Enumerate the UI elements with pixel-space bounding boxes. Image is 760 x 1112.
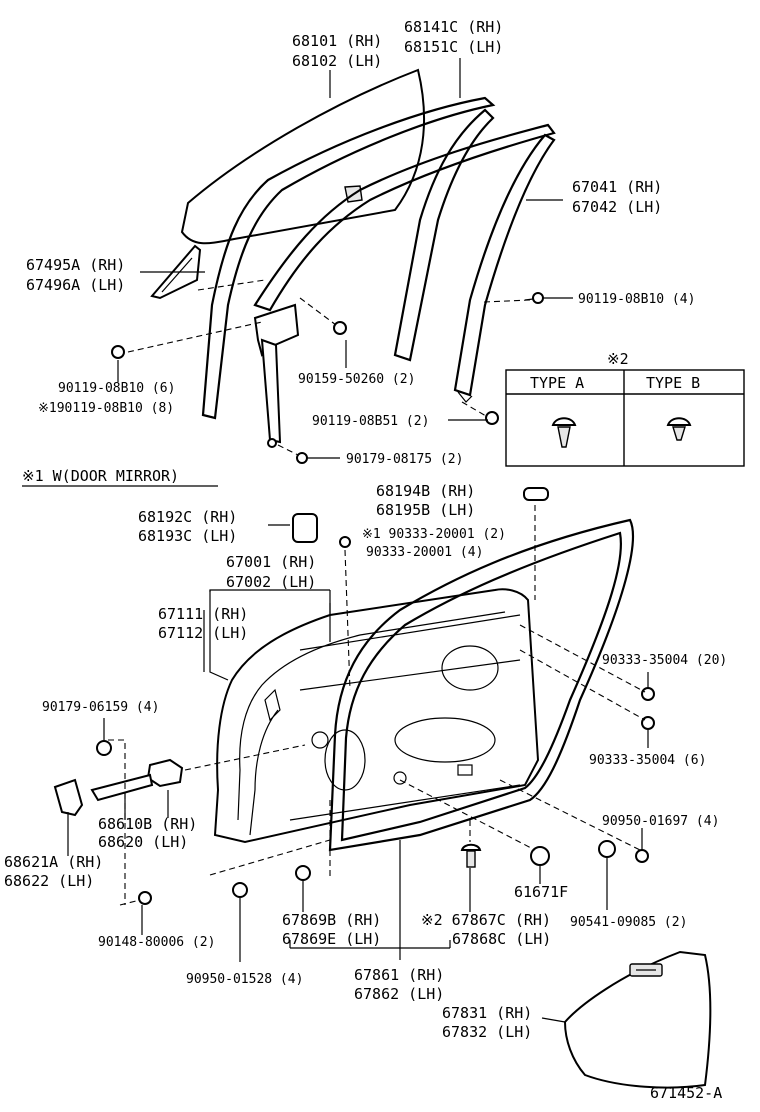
regulator-bracket bbox=[253, 303, 300, 444]
label-90119-08b10-8: ※190119-08B10 (8) bbox=[38, 401, 174, 416]
run-channel bbox=[201, 96, 496, 420]
label-67496a: 67496A (LH) bbox=[26, 276, 125, 294]
label-90950-01697: 90950-01697 (4) bbox=[602, 814, 719, 829]
label-90333-20001-2: ※1 90333-20001 (2) bbox=[362, 527, 506, 542]
label-68193c: 68193C (LH) bbox=[138, 527, 237, 545]
label-67495a: 67495A (RH) bbox=[26, 256, 125, 274]
plug-90950-01528 bbox=[232, 882, 248, 898]
door-trim-panel bbox=[563, 950, 712, 1089]
clip-type-b-icon bbox=[666, 417, 692, 441]
label-90119-08b51: 90119-08B51 (2) bbox=[312, 414, 429, 429]
cushion-68194b bbox=[523, 487, 549, 501]
glass-run bbox=[253, 123, 556, 403]
label-68141c: 68141C (RH) bbox=[404, 18, 503, 36]
label-90159-50260: 90159-50260 (2) bbox=[298, 372, 415, 387]
bolt-90119-08b51 bbox=[485, 411, 499, 425]
label-67042: 67042 (LH) bbox=[572, 198, 662, 216]
type-table-note: ※2 bbox=[607, 350, 629, 368]
hole-plug-61671f bbox=[530, 846, 550, 866]
label-90333-35004-6: 90333-35004 (6) bbox=[589, 753, 706, 768]
label-67002: 67002 (LH) bbox=[226, 573, 316, 591]
label-68195b: 68195B (LH) bbox=[376, 501, 475, 519]
part-labels: 68101 (RH) 68102 (LH) 68141C (RH) 68151C… bbox=[4, 18, 727, 1102]
label-90119-08b10-6: 90119-08B10 (6) bbox=[58, 381, 175, 396]
bolt-90179-06159 bbox=[96, 740, 112, 756]
label-68620: 68620 (LH) bbox=[98, 833, 188, 851]
label-67111: 67111 (RH) bbox=[158, 605, 248, 623]
label-90333-35004-20: 90333-35004 (20) bbox=[602, 653, 727, 668]
bolt-90119-08b10-4 bbox=[524, 292, 544, 304]
clip-67869b bbox=[295, 865, 311, 881]
label-67868c: 67868C (LH) bbox=[452, 930, 551, 948]
clip-type-table bbox=[505, 369, 745, 467]
label-61671f: 61671F bbox=[514, 883, 568, 901]
door-mirror-note: ※1 W(DOOR MIRROR) bbox=[22, 467, 179, 485]
label-67001: 67001 (RH) bbox=[226, 553, 316, 571]
type-b-label: TYPE B bbox=[646, 374, 700, 392]
clip-type-a-icon bbox=[551, 417, 577, 448]
plug-90541-09085 bbox=[598, 840, 616, 858]
label-90333-20001-4: 90333-20001 (4) bbox=[366, 545, 483, 560]
label-68622: 68622 (LH) bbox=[4, 872, 94, 890]
label-68621a: 68621A (RH) bbox=[4, 853, 103, 871]
door-glass bbox=[180, 68, 426, 245]
label-67862: 67862 (LH) bbox=[354, 985, 444, 1003]
label-90950-01528: 90950-01528 (4) bbox=[186, 972, 303, 987]
door-hinge-lower bbox=[53, 778, 84, 817]
door-weatherstrip bbox=[328, 518, 635, 852]
label-67832: 67832 (LH) bbox=[442, 1023, 532, 1041]
label-67831: 67831 (RH) bbox=[442, 1004, 532, 1022]
label-68151c: 68151C (LH) bbox=[404, 38, 503, 56]
door-hinge-upper bbox=[90, 758, 184, 802]
label-90179-08175: 90179-08175 (2) bbox=[346, 452, 463, 467]
label-68610b: 68610B (RH) bbox=[98, 815, 197, 833]
label-67112: 67112 (LH) bbox=[158, 624, 248, 642]
label-67861: 67861 (RH) bbox=[354, 966, 444, 984]
plug-90333-35004-20 bbox=[641, 687, 655, 701]
figure-code: 671452-A bbox=[650, 1084, 722, 1102]
label-67041: 67041 (RH) bbox=[572, 178, 662, 196]
label-67869e: 67869E (LH) bbox=[282, 930, 381, 948]
label-67869b: 67869B (RH) bbox=[282, 911, 381, 929]
clip-67867c bbox=[460, 843, 482, 868]
label-90179-06159: 90179-06159 (4) bbox=[42, 700, 159, 715]
plug-90333-20001 bbox=[339, 536, 351, 548]
bolt-90159-50260 bbox=[333, 321, 347, 335]
label-90541-09085: 90541-09085 (2) bbox=[570, 915, 687, 930]
bolt-90148-80006 bbox=[138, 891, 152, 905]
bolt-90119-08b10-6 bbox=[111, 345, 125, 359]
label-68101: 68101 (RH) bbox=[292, 32, 382, 50]
label-90119-08b10-4: 90119-08B10 (4) bbox=[578, 292, 695, 307]
stopper-68192c bbox=[292, 513, 318, 543]
label-68102: 68102 (LH) bbox=[292, 52, 382, 70]
door-panel bbox=[213, 588, 540, 844]
plug-90950-01697 bbox=[635, 849, 649, 863]
label-68192c: 68192C (RH) bbox=[138, 508, 237, 526]
label-68194b: 68194B (RH) bbox=[376, 482, 475, 500]
label-67867c: ※2 67867C (RH) bbox=[421, 911, 551, 929]
label-90148-80006: 90148-80006 (2) bbox=[98, 935, 215, 950]
bolt-90179-08175 bbox=[296, 452, 308, 464]
type-a-label: TYPE A bbox=[530, 374, 584, 392]
